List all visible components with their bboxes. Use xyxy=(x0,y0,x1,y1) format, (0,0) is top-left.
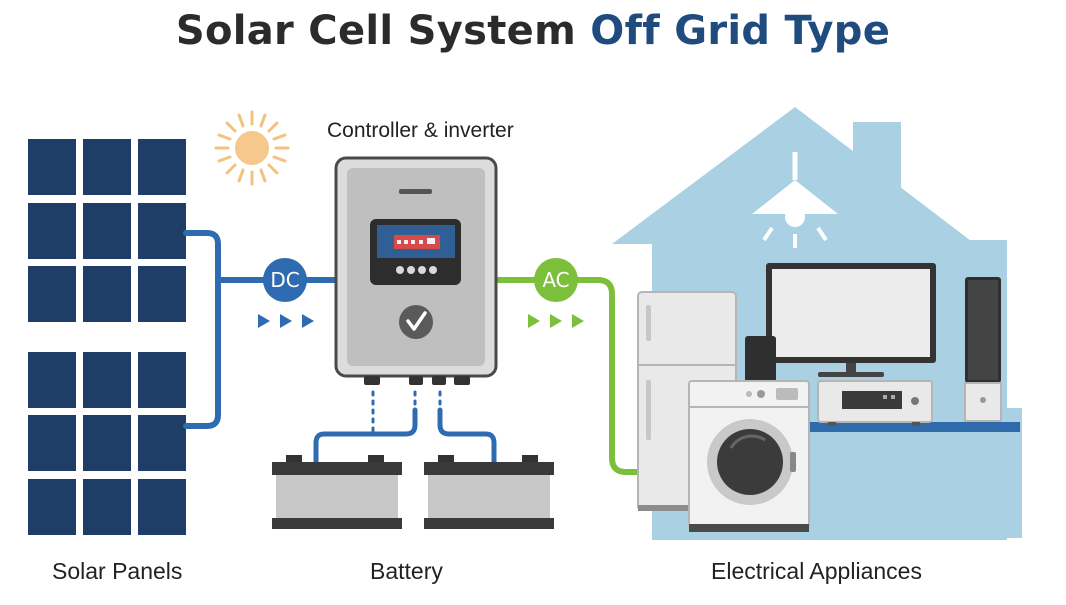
title-accent: Off Grid Type xyxy=(590,8,891,54)
small-speaker-icon xyxy=(745,336,776,384)
solar-panel-top xyxy=(28,139,186,322)
battery-dotted-lines xyxy=(371,390,442,434)
dc-wire xyxy=(183,230,338,429)
television-icon xyxy=(766,263,936,377)
controller-label: Controller & inverter xyxy=(327,119,514,142)
solar-panel-bottom xyxy=(28,352,186,535)
controller-inverter xyxy=(334,156,498,385)
tall-speaker-icon xyxy=(964,277,1002,422)
battery-right xyxy=(424,455,554,529)
battery-label: Battery xyxy=(370,558,443,584)
ac-flow-arrows xyxy=(528,314,584,328)
dc-badge: DC xyxy=(263,258,307,302)
title-prefix: Solar Cell System xyxy=(175,8,577,54)
lamp-icon xyxy=(752,152,838,248)
ac-wire xyxy=(492,277,643,475)
washing-machine-icon xyxy=(688,380,810,532)
battery-wire xyxy=(313,407,497,465)
ac-badge-text: AC xyxy=(542,268,569,292)
battery-left xyxy=(272,455,402,529)
sun-icon xyxy=(214,110,290,186)
dc-flow-arrows xyxy=(258,314,314,328)
appliances-label: Electrical Appliances xyxy=(711,558,922,584)
page-title: Solar Cell System Off Grid Type xyxy=(0,8,1066,54)
counter-shelf xyxy=(808,422,1020,432)
solar-panels-label: Solar Panels xyxy=(52,558,183,584)
ac-badge: AC xyxy=(534,258,578,302)
dc-badge-text: DC xyxy=(270,268,299,292)
audio-receiver-icon xyxy=(817,380,933,426)
check-icon xyxy=(399,305,433,339)
